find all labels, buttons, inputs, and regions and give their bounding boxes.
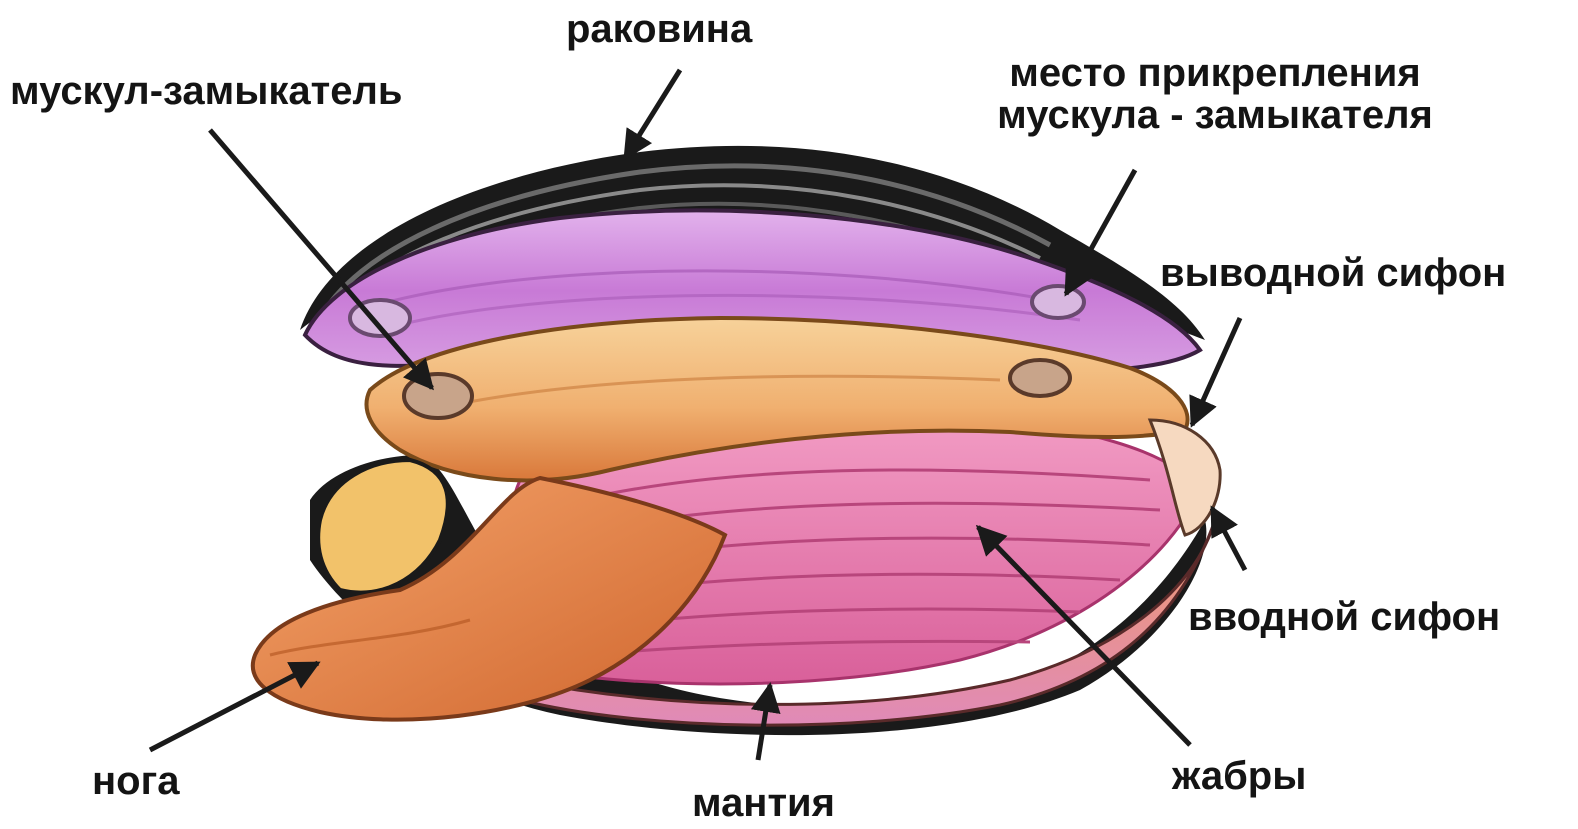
label-inhalant-siphon: вводной сифон	[1188, 596, 1500, 638]
label-adductor-muscle: мускул-замыкатель	[10, 70, 402, 112]
pointer-shell	[625, 70, 680, 158]
adductor-muscle-scar	[404, 374, 472, 418]
posterior-adductor-scar	[1010, 360, 1070, 396]
label-gills: жабры	[1172, 755, 1306, 797]
pointer-foot	[150, 663, 318, 750]
posterior-muscle-scar	[1032, 286, 1084, 318]
label-mantle: мантия	[692, 782, 835, 824]
label-muscle-attachment: место прикрепления мускула - замыкателя	[955, 52, 1475, 136]
pointer-inhalant-siphon	[1212, 508, 1245, 570]
label-exhalant-siphon: выводной сифон	[1160, 252, 1506, 294]
label-muscle-attachment-line2: мускула - замыкателя	[955, 94, 1475, 136]
label-muscle-attachment-line1: место прикрепления	[955, 52, 1475, 94]
label-shell: раковина	[566, 8, 752, 50]
label-foot: нога	[92, 760, 180, 802]
